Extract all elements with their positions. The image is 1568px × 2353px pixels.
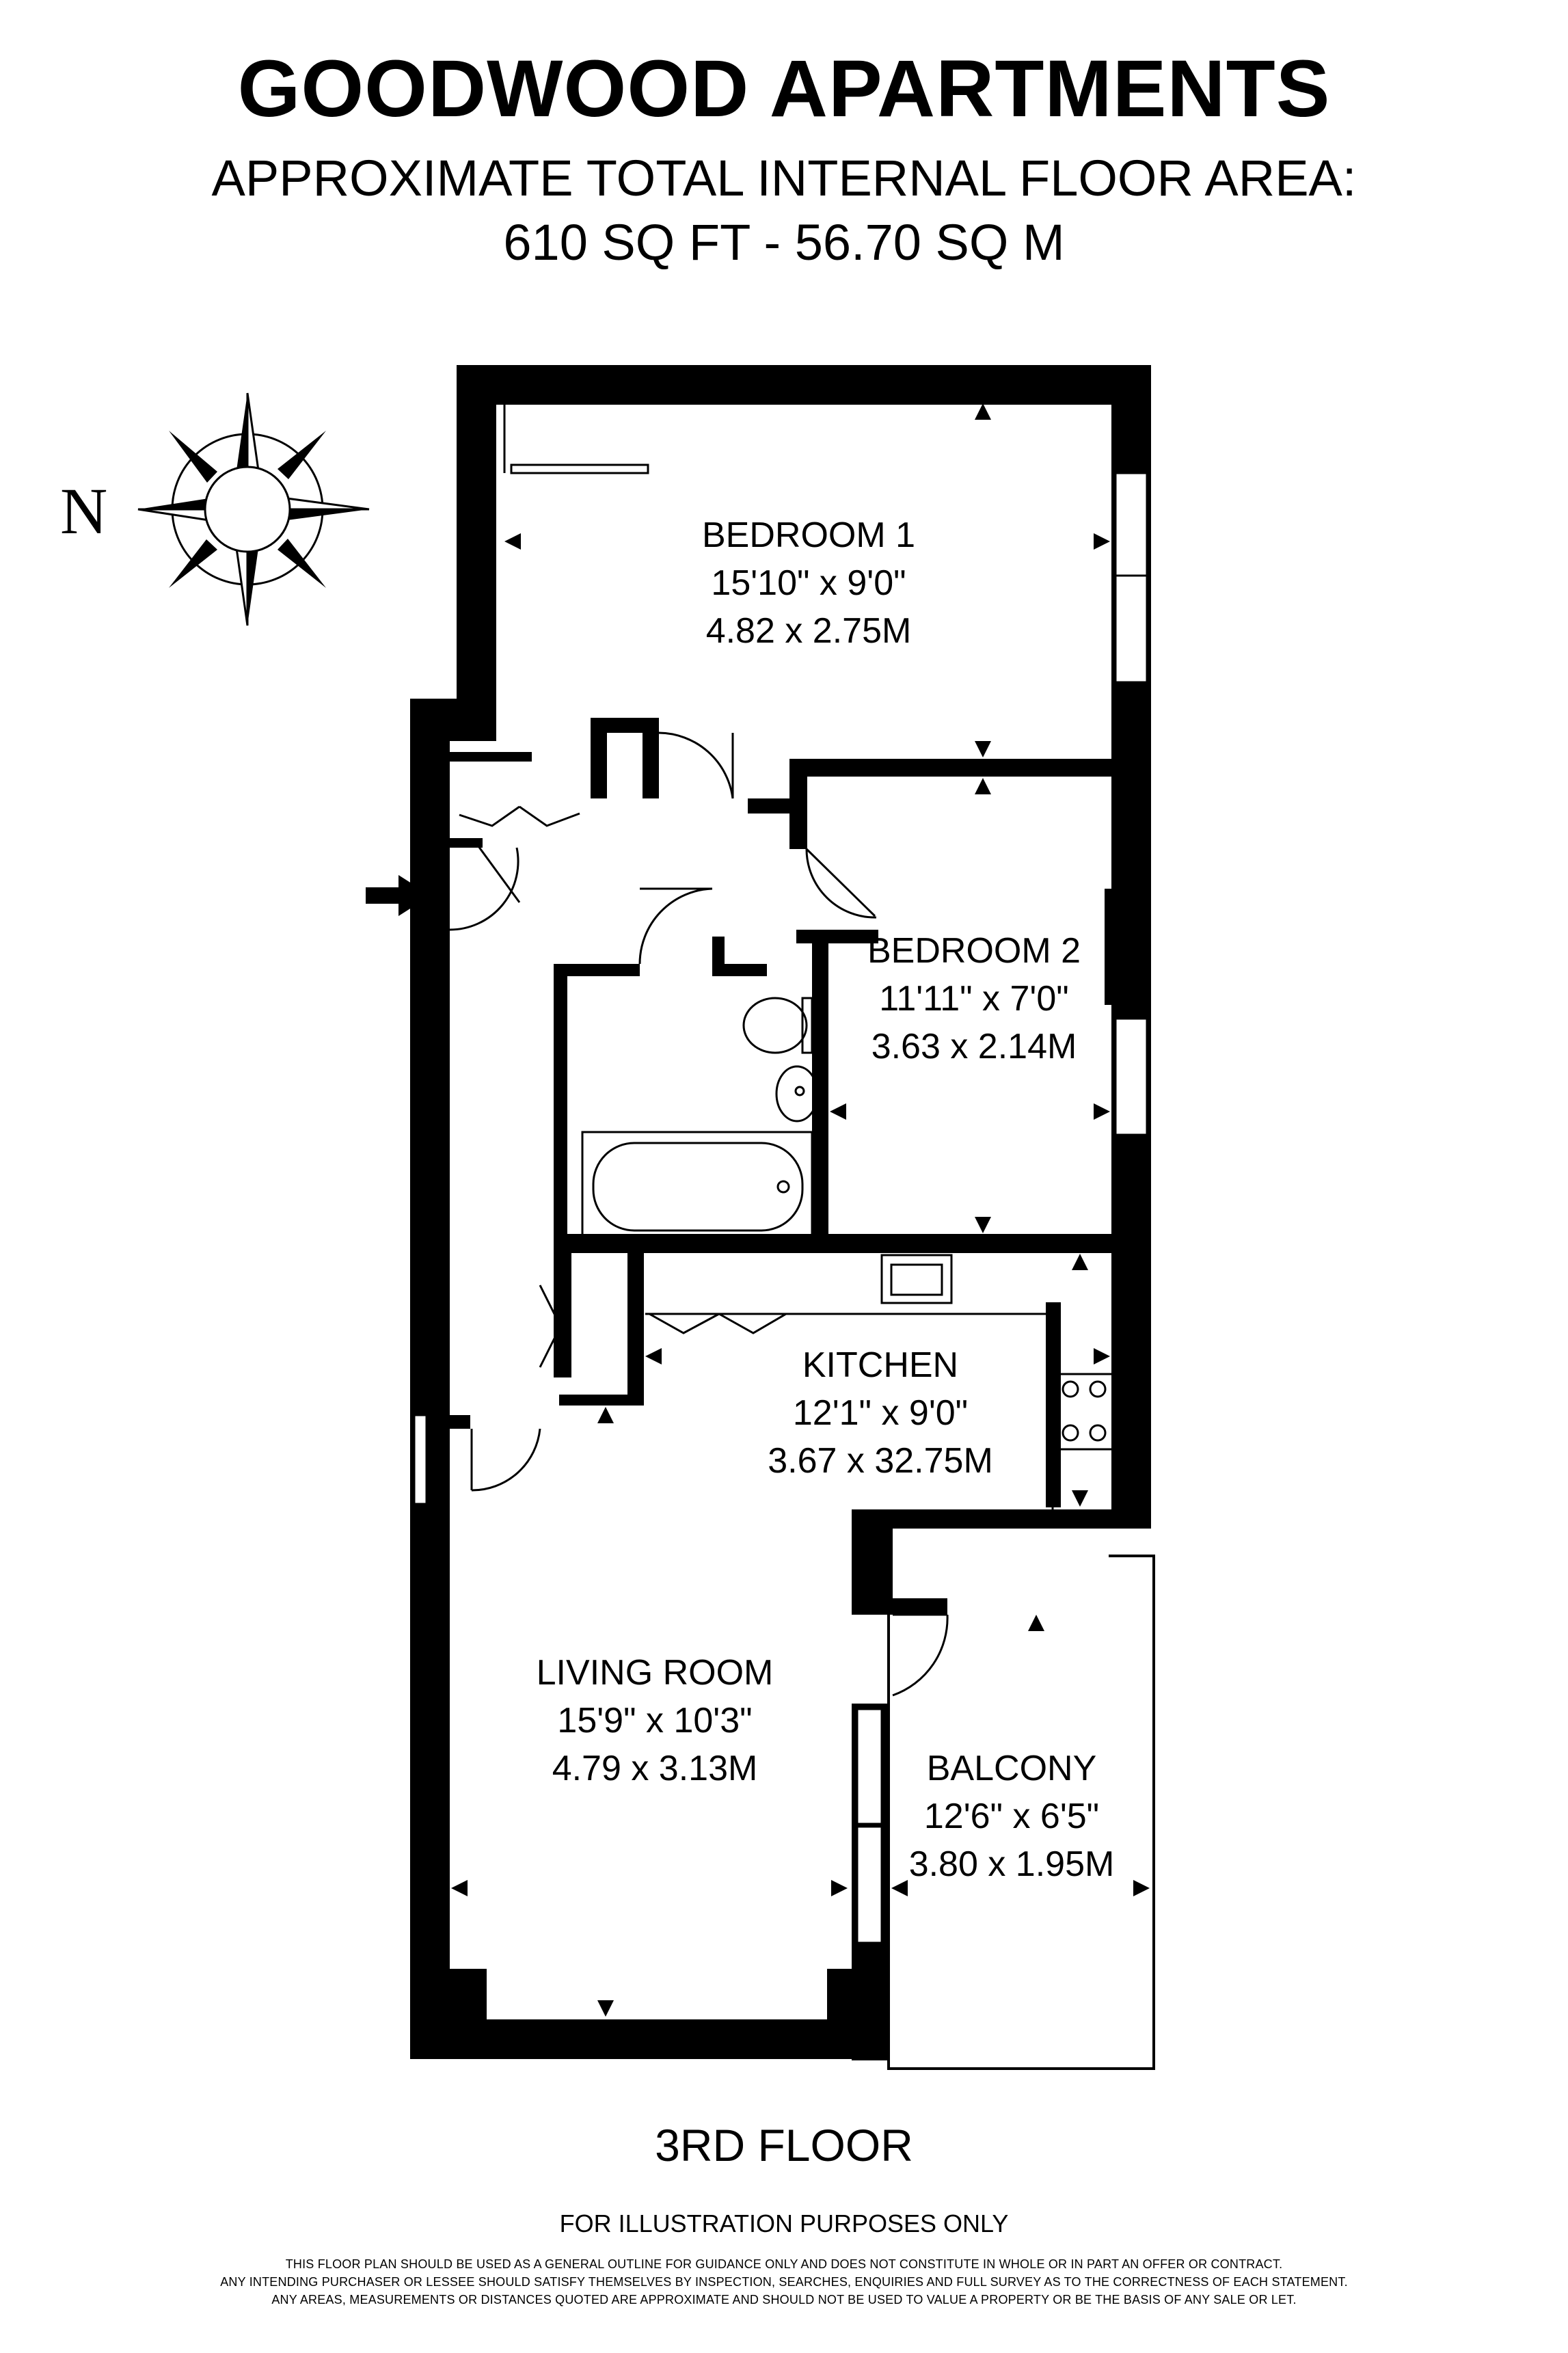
plan-title: GOODWOOD APARTMENTS xyxy=(237,44,1331,134)
balcony-outline xyxy=(887,1555,1155,2070)
room-name: LIVING ROOM xyxy=(537,1653,774,1693)
room-bedroom-1: BEDROOM 1 15'10" x 9'0" 4.82 x 2.75M xyxy=(702,515,915,651)
disclaimer-line: ANY INTENDING PURCHASER OR LESSEE SHOULD… xyxy=(220,2275,1348,2289)
disclaimer-line: THIS FLOOR PLAN SHOULD BE USED AS A GENE… xyxy=(285,2257,1283,2271)
dimension-arrows xyxy=(451,403,1150,2017)
room-size-imperial: 15'10" x 9'0" xyxy=(711,563,906,603)
door-swings xyxy=(449,731,949,1697)
room-name: BEDROOM 2 xyxy=(867,931,1081,971)
room-name: BEDROOM 1 xyxy=(702,515,915,555)
room-kitchen: KITCHEN 12'1" x 9'0" 3.67 x 32.75M xyxy=(768,1345,993,1481)
room-name: KITCHEN xyxy=(802,1345,958,1385)
room-size-metric: 3.63 x 2.14M xyxy=(871,1027,1077,1066)
bathroom-fixtures xyxy=(581,997,819,1243)
room-size-imperial: 12'1" x 9'0" xyxy=(793,1393,968,1433)
illustration-note: FOR ILLUSTRATION PURPOSES ONLY xyxy=(559,2209,1009,2237)
room-size-imperial: 12'6" x 6'5" xyxy=(924,1797,1099,1836)
windows xyxy=(413,472,1148,1944)
room-size-metric: 3.67 x 32.75M xyxy=(768,1441,993,1481)
north-letter: N xyxy=(60,474,107,548)
cupboard-doors xyxy=(459,405,787,1368)
room-balcony: BALCONY 12'6" x 6'5" 3.80 x 1.95M xyxy=(909,1749,1115,1884)
room-size-imperial: 15'9" x 10'3" xyxy=(557,1701,752,1740)
room-living-room: LIVING ROOM 15'9" x 10'3" 4.79 x 3.13M xyxy=(537,1653,774,1788)
internal-walls xyxy=(450,718,1118,1507)
kitchen-fixtures xyxy=(645,1254,1114,1518)
room-bedroom-2: BEDROOM 2 11'11" x 7'0" 3.63 x 2.14M xyxy=(867,931,1081,1066)
floor-area-value: 610 SQ FT - 56.70 SQ M xyxy=(503,214,1065,271)
floor-label: 3RD FLOOR xyxy=(655,2120,913,2170)
disclaimer-line: ANY AREAS, MEASUREMENTS OR DISTANCES QUO… xyxy=(271,2293,1297,2307)
floor-area-label: APPROXIMATE TOTAL INTERNAL FLOOR AREA: xyxy=(211,150,1357,206)
room-size-metric: 4.82 x 2.75M xyxy=(706,611,912,651)
room-size-imperial: 11'11" x 7'0" xyxy=(879,979,1068,1019)
room-size-metric: 4.79 x 3.13M xyxy=(552,1749,758,1788)
compass-rose-icon xyxy=(137,392,370,626)
room-size-metric: 3.80 x 1.95M xyxy=(909,1844,1115,1884)
room-name: BALCONY xyxy=(927,1749,1097,1788)
